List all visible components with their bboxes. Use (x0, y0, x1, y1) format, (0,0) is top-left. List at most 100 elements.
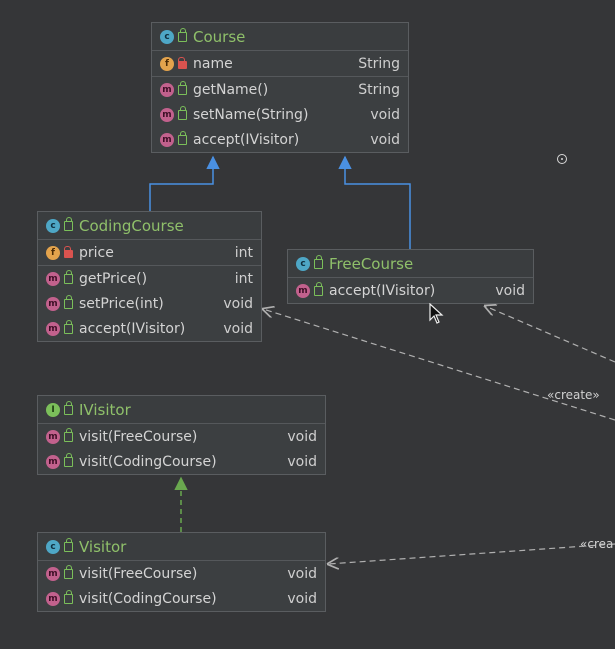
public-icon (314, 254, 323, 269)
public-icon (314, 281, 323, 296)
edge-create-codingcourse (263, 309, 615, 421)
edge-codingcourse-extends-course (149, 155, 220, 211)
field-row[interactable]: f name String (152, 51, 408, 76)
method-type: void (287, 565, 317, 582)
field-type: String (358, 55, 400, 72)
create-label-2: «crea (580, 537, 614, 551)
method-name: visit(CodingCourse) (79, 453, 217, 470)
field-icon: f (160, 56, 174, 71)
method-type: void (223, 320, 253, 337)
method-name: visit(CodingCourse) (79, 590, 217, 607)
interface-icon: I (46, 402, 60, 417)
class-header: c FreeCourse (288, 250, 533, 278)
method-name: setPrice(int) (79, 295, 164, 312)
method-type: void (287, 590, 317, 607)
method-name: getPrice() (79, 270, 148, 287)
public-icon (64, 294, 73, 309)
public-icon (64, 564, 73, 579)
method-icon: m (46, 429, 60, 444)
class-name: FreeCourse (329, 254, 414, 273)
public-icon (178, 130, 187, 145)
public-icon (178, 27, 187, 42)
class-header: c Course (152, 23, 408, 51)
public-icon (178, 80, 187, 95)
method-icon: m (160, 107, 174, 122)
class-course[interactable]: c Course f name String m getName() Strin… (151, 22, 409, 153)
method-row[interactable]: m setName(String) void (152, 102, 408, 127)
field-name: name (193, 55, 233, 72)
class-name: Visitor (79, 537, 127, 556)
method-type: String (358, 81, 400, 98)
method-icon: m (296, 283, 310, 298)
method-type: void (287, 453, 317, 470)
field-row[interactable]: f price int (38, 240, 261, 265)
field-name: price (79, 244, 114, 261)
method-row[interactable]: m accept(IVisitor) void (288, 278, 533, 303)
edge-create-freecourse (485, 306, 615, 363)
class-icon: c (296, 256, 310, 271)
method-name: accept(IVisitor) (79, 320, 186, 337)
method-type: void (370, 131, 400, 148)
public-icon (178, 105, 187, 120)
method-type: void (223, 295, 253, 312)
method-icon: m (160, 82, 174, 97)
method-name: accept(IVisitor) (329, 282, 436, 299)
field-icon: f (46, 245, 60, 260)
class-name: IVisitor (79, 400, 131, 419)
class-icon: c (160, 29, 174, 44)
method-name: visit(FreeCourse) (79, 565, 198, 582)
method-icon: m (46, 321, 60, 336)
public-icon (64, 589, 73, 604)
method-icon: m (46, 296, 60, 311)
public-icon (64, 537, 73, 552)
method-row[interactable]: m getName() String (152, 76, 408, 102)
class-header: c Visitor (38, 533, 325, 561)
crosshair-target-icon (557, 154, 567, 164)
method-name: setName(String) (193, 106, 309, 123)
create-label-1: «create» (547, 388, 600, 402)
public-icon (64, 427, 73, 442)
method-name: getName() (193, 81, 269, 98)
method-row[interactable]: m accept(IVisitor) void (38, 316, 261, 341)
method-name: visit(FreeCourse) (79, 428, 198, 445)
method-type: int (234, 270, 253, 287)
method-row[interactable]: m getPrice() int (38, 265, 261, 291)
method-icon: m (46, 591, 60, 606)
method-name: accept(IVisitor) (193, 131, 300, 148)
method-row[interactable]: m visit(CodingCourse) void (38, 449, 325, 474)
class-visitor[interactable]: c Visitor m visit(FreeCourse) void m vis… (37, 532, 326, 612)
class-name: CodingCourse (79, 216, 184, 235)
class-icon: c (46, 218, 60, 233)
class-name: Course (193, 27, 246, 46)
mouse-pointer-icon (429, 303, 444, 324)
edge-freecourse-extends-course (338, 155, 411, 249)
interface-ivisitor[interactable]: I IVisitor m visit(FreeCourse) void m vi… (37, 395, 326, 475)
public-icon (64, 400, 73, 415)
method-icon: m (160, 132, 174, 147)
public-icon (64, 319, 73, 334)
edge-create-visitor (328, 543, 615, 564)
method-row[interactable]: m accept(IVisitor) void (152, 127, 408, 152)
method-type: void (495, 282, 525, 299)
method-type: void (287, 428, 317, 445)
public-icon (64, 269, 73, 284)
class-header: c CodingCourse (38, 212, 261, 240)
method-icon: m (46, 566, 60, 581)
field-type: int (234, 244, 253, 261)
method-row[interactable]: m setPrice(int) void (38, 291, 261, 316)
method-type: void (370, 106, 400, 123)
class-freecourse[interactable]: c FreeCourse m accept(IVisitor) void (287, 249, 534, 304)
method-icon: m (46, 454, 60, 469)
method-row[interactable]: m visit(FreeCourse) void (38, 561, 325, 586)
method-row[interactable]: m visit(CodingCourse) void (38, 586, 325, 611)
class-icon: c (46, 539, 60, 554)
public-icon (64, 452, 73, 467)
public-icon (64, 216, 73, 231)
method-row[interactable]: m visit(FreeCourse) void (38, 424, 325, 449)
method-icon: m (46, 271, 60, 286)
class-codingcourse[interactable]: c CodingCourse f price int m getPrice() … (37, 211, 262, 342)
private-icon (178, 56, 187, 69)
private-icon (64, 245, 73, 258)
class-header: I IVisitor (38, 396, 325, 424)
